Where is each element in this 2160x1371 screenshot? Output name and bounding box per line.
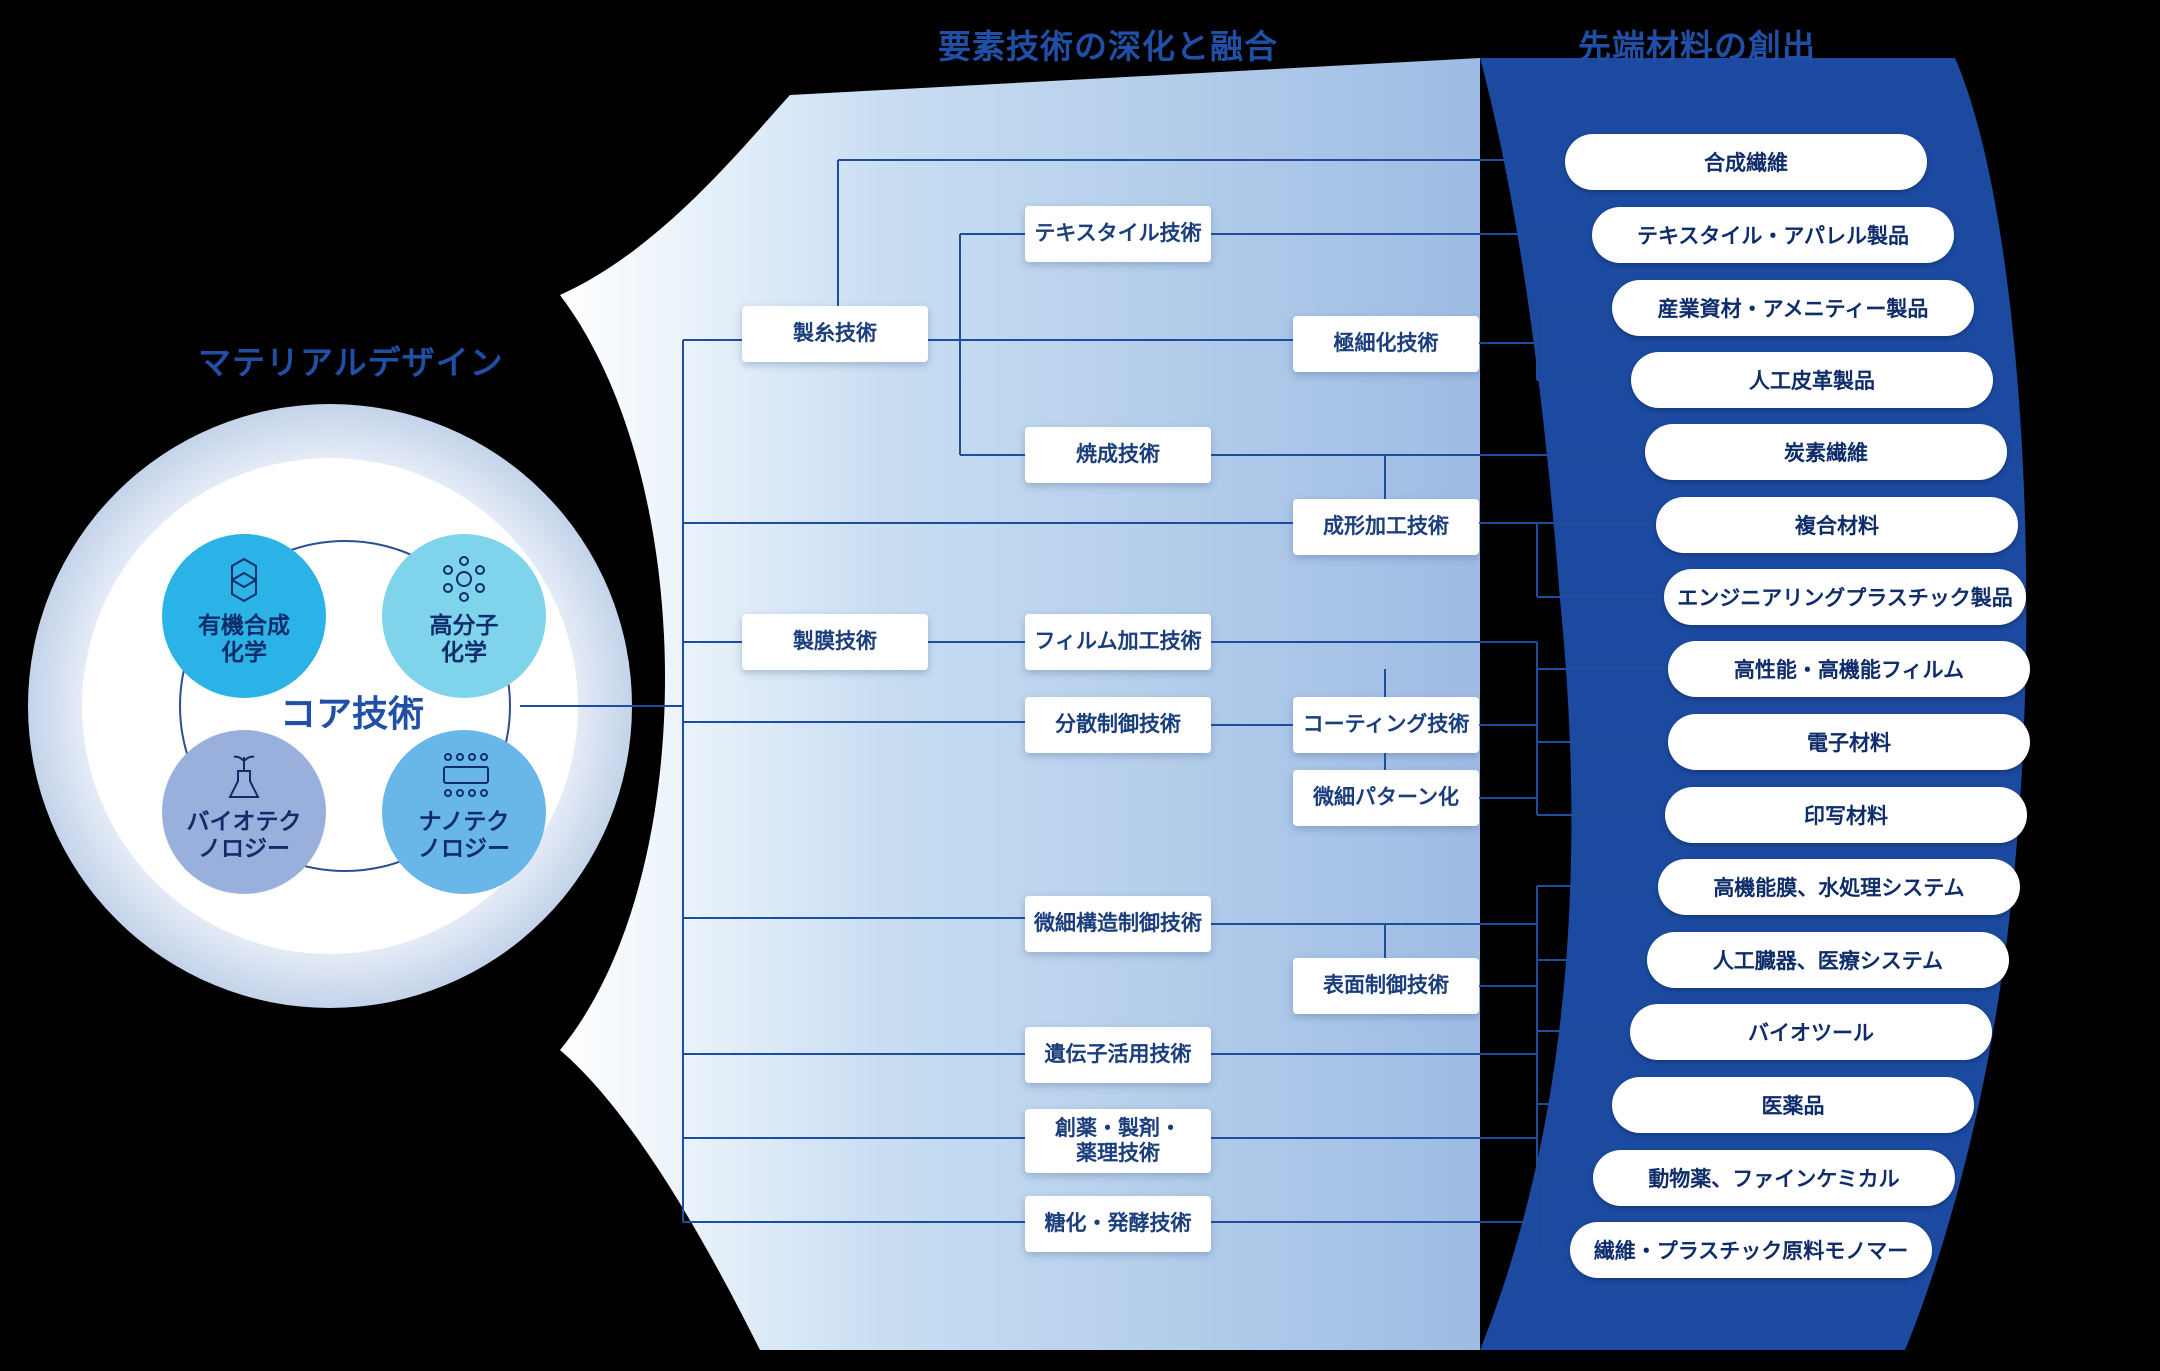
core-biotech: バイオテク ノロジー [162, 730, 326, 894]
product-item: 合成繊維 [1565, 134, 1927, 190]
node-coating: コーティング技術 [1293, 697, 1479, 753]
core-polymer: 高分子 化学 [382, 534, 546, 698]
product-item: 医薬品 [1612, 1077, 1974, 1133]
node-textile: テキスタイル技術 [1025, 206, 1211, 262]
node-hyomen: 表面制御技術 [1293, 958, 1479, 1014]
product-item: 高機能膜、水処理システム [1658, 859, 2020, 915]
product-item: バイオツール [1630, 1004, 1992, 1060]
molecule-icon [231, 557, 257, 602]
node-seimaku: 製膜技術 [742, 614, 928, 670]
product-item: 高性能・高機能フィルム [1668, 641, 2030, 697]
product-item: 人工臓器、医療システム [1647, 932, 2009, 988]
product-item: 人工皮革製品 [1631, 352, 1993, 408]
core-tech-title: コア技術 [280, 694, 425, 735]
heading-advanced-materials: 先端材料の創出 [1578, 27, 1816, 66]
product-item: 産業資材・アメニティー製品 [1612, 280, 1974, 336]
product-item: エンジニアリングプラスチック製品 [1664, 569, 2026, 625]
node-pattern: 微細パターン化 [1293, 770, 1479, 826]
product-item: 電子材料 [1668, 714, 2030, 770]
node-seishi: 製糸技術 [742, 306, 928, 362]
node-toka: 糖化・発酵技術 [1025, 1196, 1211, 1252]
node-seikei: 成形加工技術 [1293, 499, 1479, 555]
product-item: 動物薬、ファインケミカル [1593, 1150, 1955, 1206]
product-item: テキスタイル・アパレル製品 [1592, 207, 1954, 263]
product-item: 複合材料 [1656, 497, 2018, 553]
product-item: 繊維・プラスチック原料モノマー [1570, 1222, 1932, 1278]
node-gokusaika: 極細化技術 [1293, 316, 1479, 372]
core-nanotech-label: ナノテク ノロジー [418, 808, 510, 863]
core-biotech-label: バイオテク ノロジー [186, 808, 302, 863]
node-film: フィルム加工技術 [1025, 614, 1211, 670]
heading-element-tech: 要素技術の深化と融合 [938, 27, 1278, 66]
connector-lines [520, 159, 1670, 1251]
polymer-icon [443, 555, 485, 602]
fan-shape [560, 58, 1480, 1350]
core-organic-synthesis-label: 有機合成 化学 [198, 612, 290, 667]
node-bisai-kozo: 微細構造制御技術 [1025, 896, 1211, 952]
core-polymer-label: 高分子 化学 [429, 612, 499, 667]
core-orbit [179, 540, 511, 872]
core-organic-synthesis: 有機合成 化学 [162, 534, 326, 698]
node-shosei: 焼成技術 [1025, 427, 1211, 483]
nano-icon [443, 752, 489, 797]
product-item: 炭素繊維 [1645, 424, 2007, 480]
heading-material-design: マテリアルデザイン [198, 343, 504, 382]
node-bunsan: 分散制御技術 [1025, 697, 1211, 753]
node-soyaku: 創薬・製剤・ 薬理技術 [1025, 1109, 1211, 1173]
node-idenshi: 遺伝子活用技術 [1025, 1027, 1211, 1083]
core-nanotech: ナノテク ノロジー [382, 730, 546, 894]
flask-plant-icon [228, 755, 260, 798]
product-item: 印写材料 [1665, 787, 2027, 843]
